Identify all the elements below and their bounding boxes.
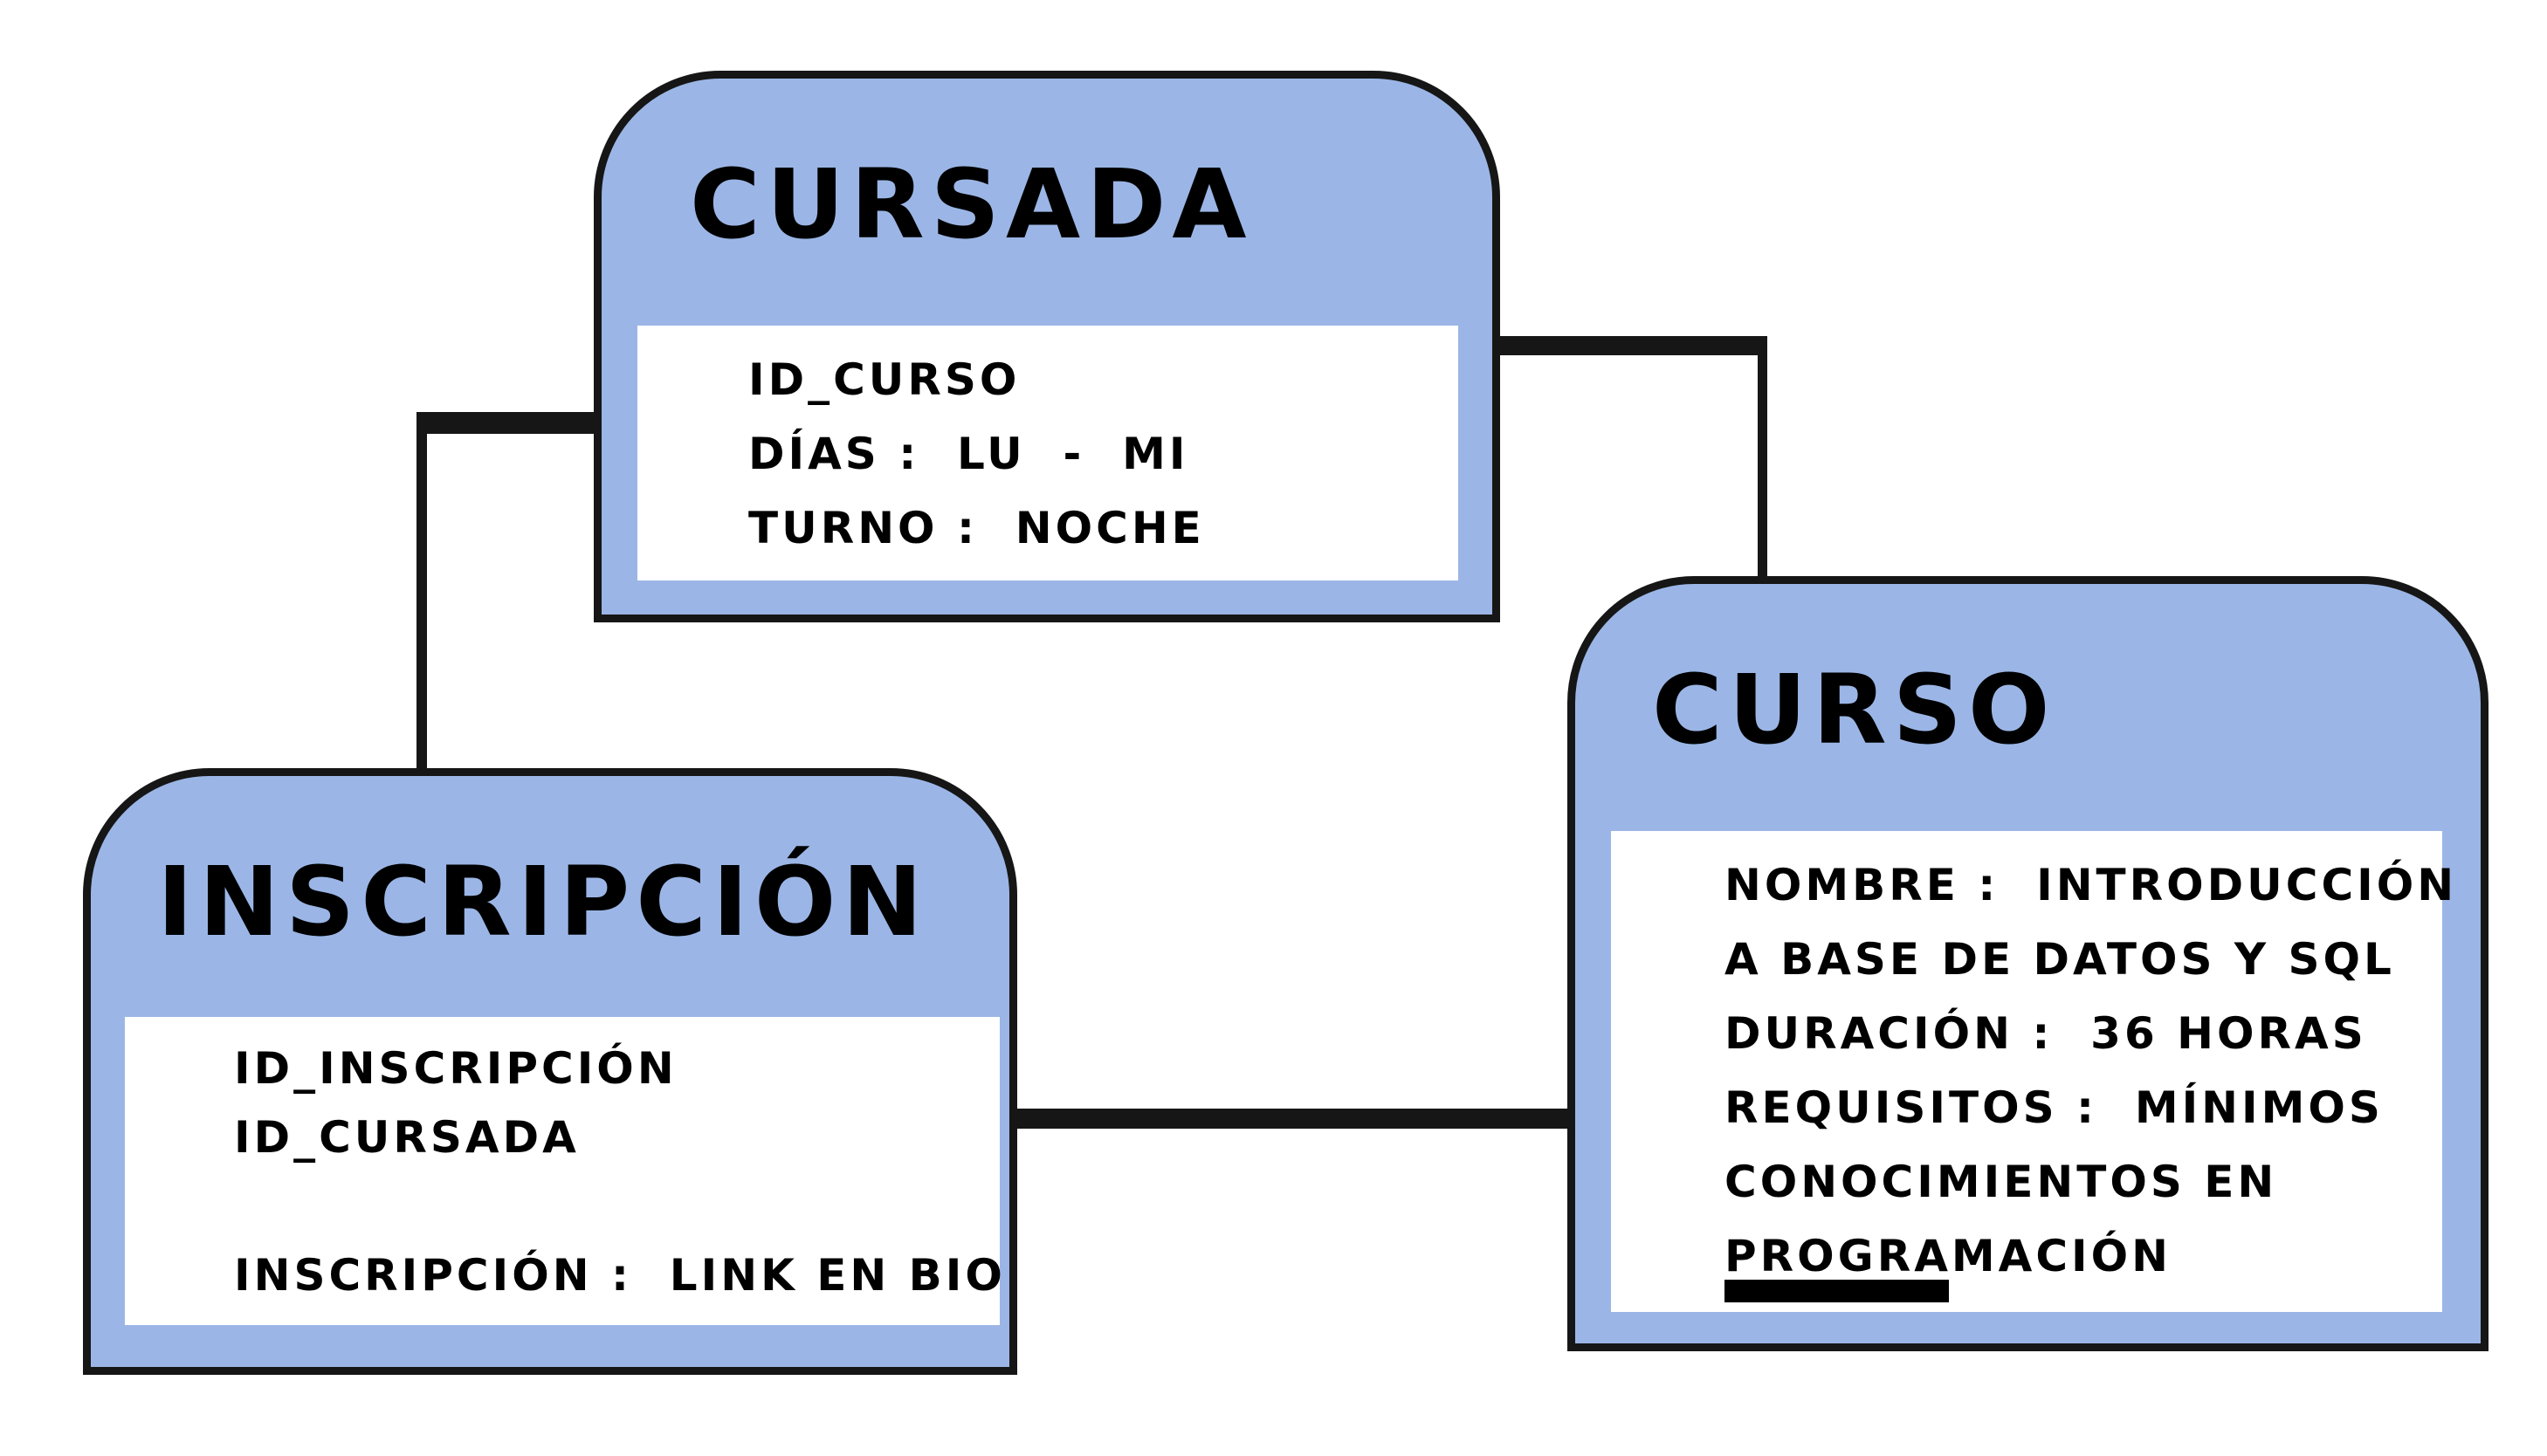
attribute-line <box>234 1172 1000 1241</box>
connector-cursada-inscripcion-vertical <box>416 412 427 770</box>
entity-cursada-attributes-panel: ID_CURSO DÍAS : LU - MI TURNO : NOCHE <box>637 326 1458 580</box>
entity-inscripcion-attributes-panel: ID_INSCRIPCIÓN ID_CURSADA INSCRIPCIÓN : … <box>125 1017 1006 1325</box>
attribute-line: DURACIÓN : 36 HORAS <box>1724 1008 2367 1059</box>
attribute-line: ID_CURSADA <box>234 1112 580 1163</box>
attribute-line: ID_CURSO <box>748 354 1021 405</box>
entity-curso-attributes-panel: NOMBRE : INTRODUCCIÓN A BASE DE DATOS Y … <box>1611 831 2458 1312</box>
connector-cursada-inscripcion-horizontal <box>416 412 602 434</box>
entity-inscripcion: INSCRIPCIÓN ID_INSCRIPCIÓN ID_CURSADA IN… <box>83 768 1017 1375</box>
connector-inscripcion-curso-horizontal <box>1009 1109 1577 1129</box>
attribute-line: INSCRIPCIÓN : LINK EN BIO <box>234 1250 1006 1301</box>
attribute-line: CONOCIMIENTOS EN <box>1724 1157 2278 1207</box>
connector-cursada-curso-vertical <box>1758 336 1767 585</box>
attribute-line: A BASE DE DATOS Y SQL <box>1724 934 2395 985</box>
entity-cursada-title: CURSADA <box>690 148 1253 260</box>
attribute-line: TURNO : NOCHE <box>748 503 1205 553</box>
attribute-line: NOMBRE : INTRODUCCIÓN <box>1724 860 2458 910</box>
entity-inscripcion-title: INSCRIPCIÓN <box>157 846 929 958</box>
attribute-line: REQUISITOS : MÍNIMOS <box>1724 1082 2384 1133</box>
connector-cursada-curso-horizontal <box>1492 336 1767 355</box>
entity-curso: CURSO NOMBRE : INTRODUCCIÓN A BASE DE DA… <box>1567 576 2488 1351</box>
entity-cursada: CURSADA ID_CURSO DÍAS : LU - MI TURNO : … <box>594 71 1500 622</box>
programacion-underline-bar <box>1724 1280 1949 1302</box>
attribute-line: DÍAS : LU - MI <box>748 429 1189 479</box>
attribute-line: PROGRAMACIÓN <box>1724 1231 2172 1281</box>
entity-curso-title: CURSO <box>1652 654 2056 766</box>
attribute-line: ID_INSCRIPCIÓN <box>234 1043 678 1094</box>
